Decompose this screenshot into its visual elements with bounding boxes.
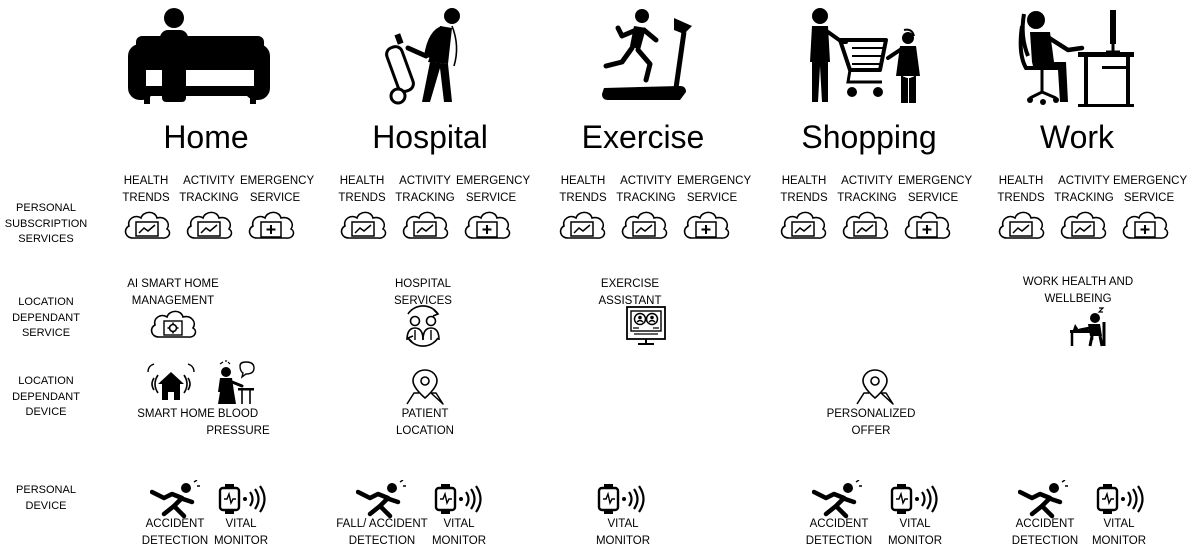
vital-monitor-label: VITAL MONITOR [887,518,943,547]
service-health-trends-label: HEALTH TRENDS [780,175,828,204]
vital-monitor-label: VITAL MONITOR [595,518,651,547]
vital-monitor-watch-icon [890,482,940,516]
activity-tracking-cloud-icon [400,208,450,242]
service-emergency-label: EMERGENCY SERVICE [456,175,531,204]
hospital-services-icon [406,305,440,347]
health-trends-cloud-icon [557,208,607,242]
column-title-shopping: Shopping [801,119,937,155]
row-label-subscription: PERSONAL SUBSCRIPTION SERVICES [4,202,88,245]
accident-detection-label: ACCIDENT DETECTION [141,518,209,547]
vital-monitor-watch-icon [218,482,268,516]
service-activity-tracking-label: ACTIVITY TRACKING [395,175,455,204]
service-health-trends-label: HEALTH TRENDS [997,175,1045,204]
row-label-location-service: LOCATION DEPENDANT SERVICE [12,296,80,339]
vital-monitor-watch-icon [597,482,647,516]
health-trends-cloud-icon [778,208,828,242]
service-emergency-label: EMERGENCY SERVICE [677,175,752,204]
work-wellbeing-icon [1070,307,1106,347]
hospital-services-label: HOSPITAL SERVICES [394,278,452,307]
activity-tracking-cloud-icon [1058,208,1108,242]
personalized-offer-pin-icon [855,366,895,406]
service-activity-tracking-label: ACTIVITY TRACKING [1054,175,1114,204]
activity-tracking-cloud-icon [184,208,234,242]
health-trends-cloud-icon [122,208,172,242]
patient-location-label: PATIENT LOCATION [396,408,454,437]
service-health-trends-label: HEALTH TRENDS [559,175,607,204]
fall-detection-icon [812,480,862,520]
patient-location-pin-icon [405,366,445,406]
emergency-cloud-icon [902,208,952,242]
emergency-cloud-icon [462,208,512,242]
work-health-wellbeing-label: WORK HEALTH AND WELLBEING [1022,276,1134,305]
fall-accident-detection-label: FALL/ ACCIDENT DETECTION [336,518,428,547]
smart-home-label: SMART HOME [137,408,215,420]
activity-tracking-cloud-icon [619,208,669,242]
service-emergency-label: EMERGENCY SERVICE [1113,175,1188,204]
fall-detection-icon [1018,480,1068,520]
shopping-family-icon [810,8,920,103]
blood-pressure-icon [218,360,255,404]
service-activity-tracking-label: ACTIVITY TRACKING [616,175,676,204]
health-trends-cloud-icon [338,208,388,242]
fall-detection-icon [356,480,406,520]
blood-pressure-label: BLOOD PRESSURE [206,408,270,437]
vital-monitor-label: VITAL MONITOR [1091,518,1147,547]
column-title-exercise: Exercise [581,119,705,155]
row-label-location-device: LOCATION DEPENDANT DEVICE [12,375,80,418]
row-label-personal-device: PERSONAL DEVICE [16,484,76,512]
service-emergency-label: EMERGENCY SERVICE [898,175,973,204]
vital-monitor-label: VITAL MONITOR [431,518,487,547]
fall-detection-icon [150,480,200,520]
patient-walking-icon [385,8,460,105]
accident-detection-label: ACCIDENT DETECTION [805,518,873,547]
service-health-trends-label: HEALTH TRENDS [338,175,386,204]
service-health-trends-label: HEALTH TRENDS [122,175,170,204]
desk-worker-icon [1018,10,1134,107]
health-trends-cloud-icon [996,208,1046,242]
vital-monitor-watch-icon [434,482,484,516]
sofa-person-icon [128,8,270,104]
activity-tracking-cloud-icon [840,208,890,242]
service-activity-tracking-label: ACTIVITY TRACKING [179,175,239,204]
exercise-assistant-label: EXERCISE ASSISTANT [598,278,662,307]
personalized-offer-label: PERSONALIZED OFFER [826,408,916,437]
service-emergency-label: EMERGENCY SERVICE [240,175,315,204]
smart-home-icon [147,363,195,400]
ai-smart-home-label: AI SMART HOME MANAGEMENT [127,278,219,307]
emergency-cloud-icon [1120,208,1170,242]
smart-home-cloud-icon [148,307,198,341]
service-activity-tracking-label: ACTIVITY TRACKING [837,175,897,204]
column-title-home: Home [163,119,249,155]
column-title-hospital: Hospital [372,119,488,155]
exercise-assistant-monitor-icon [626,306,666,345]
emergency-cloud-icon [246,208,296,242]
treadmill-runner-icon [602,9,692,100]
emergency-cloud-icon [681,208,731,242]
vital-monitor-watch-icon [1096,482,1146,516]
column-title-work: Work [1039,119,1115,155]
vital-monitor-label: VITAL MONITOR [213,518,269,547]
accident-detection-label: ACCIDENT DETECTION [1011,518,1079,547]
